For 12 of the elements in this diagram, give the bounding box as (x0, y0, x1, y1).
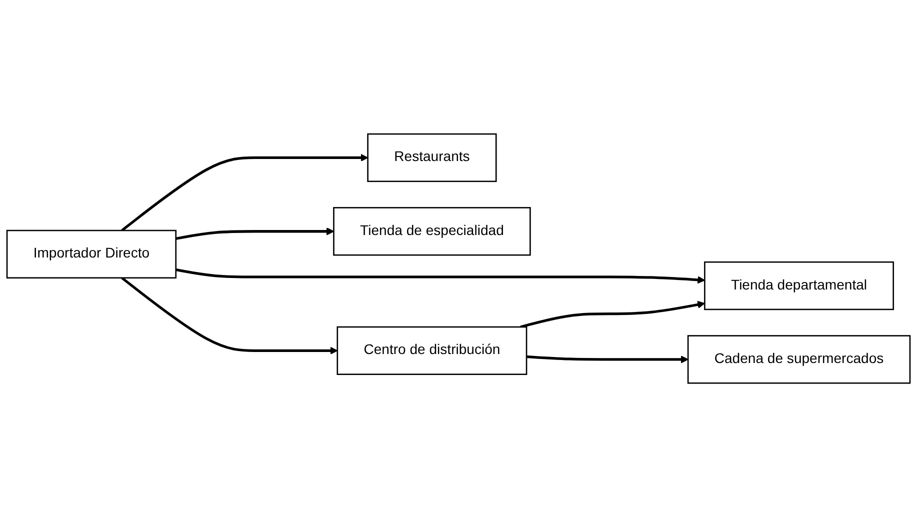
arrow (121, 154, 368, 232)
node-box: Tienda departamental (704, 261, 894, 310)
node-box: Importador Directo (6, 230, 177, 278)
arrow (520, 300, 706, 328)
arrow (176, 227, 334, 240)
node-box: Centro de distribución (336, 326, 528, 375)
node-box: Cadena de supermercados (687, 335, 911, 384)
node-box: Tienda de especialidad (333, 206, 531, 256)
arrow (176, 268, 706, 284)
arrow (121, 276, 338, 354)
node-box: Restaurants (367, 133, 497, 182)
arrow (526, 355, 688, 364)
